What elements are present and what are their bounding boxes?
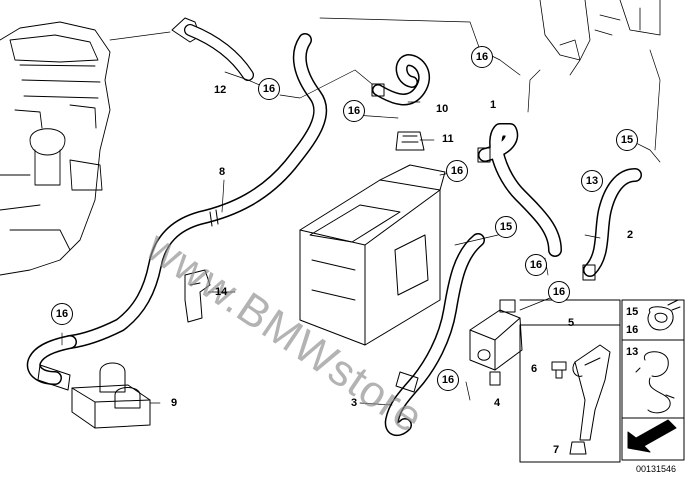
hose-clamp-icon [647, 299, 681, 331]
hose-8 [63, 33, 328, 349]
document-number: 00131546 [635, 464, 676, 474]
direction-arrow-icon [627, 419, 677, 453]
bracket-5 [572, 344, 611, 441]
callout-11: 11 [442, 133, 454, 145]
callout-13: 13 [581, 170, 603, 192]
callout-7: 7 [553, 444, 560, 456]
callout-15-b: 15 [495, 216, 517, 238]
callout-16-f: 16 [548, 281, 570, 303]
callout-9: 9 [171, 397, 178, 409]
callout-16-b: 16 [343, 100, 365, 122]
callout-5: 5 [568, 317, 575, 329]
body-frame-fragment [539, 0, 661, 61]
callout-1: 1 [490, 99, 497, 111]
hose-10 [371, 54, 431, 106]
legend-15: 15 [626, 306, 639, 318]
legend-13: 13 [626, 346, 639, 358]
callout-14: 14 [215, 286, 228, 298]
coupling-11 [395, 131, 425, 151]
callout-4: 4 [494, 397, 501, 409]
callout-16-d: 16 [446, 160, 468, 182]
callout-16-g: 16 [51, 303, 73, 325]
callout-16-c: 16 [471, 46, 493, 68]
callout-16-h: 16 [437, 369, 459, 391]
callout-16-e: 16 [525, 254, 547, 276]
callout-3: 3 [351, 397, 358, 409]
clip-7 [569, 441, 587, 455]
callout-2: 2 [627, 229, 634, 241]
hose-1 [477, 123, 562, 257]
legend-panel [621, 299, 685, 461]
hose-2 [582, 168, 642, 281]
auxiliary-heater [299, 164, 446, 346]
hose-3 [384, 233, 485, 437]
spring-clamp-icon [635, 351, 675, 414]
callout-8: 8 [219, 166, 226, 178]
legend-16: 16 [626, 324, 639, 336]
valve-4 [469, 299, 523, 386]
screw-6 [551, 361, 567, 379]
engine-block [0, 21, 111, 276]
callout-12: 12 [214, 84, 227, 96]
bracket-14 [184, 269, 211, 323]
callout-6: 6 [531, 363, 538, 375]
hose-12 [171, 17, 254, 81]
connector-pipe [26, 335, 77, 391]
water-pump-9 [71, 362, 151, 429]
callout-15-a: 15 [616, 129, 638, 151]
callout-16-a: 16 [258, 78, 280, 100]
callout-10: 10 [436, 103, 449, 115]
leader-lines [61, 17, 661, 406]
